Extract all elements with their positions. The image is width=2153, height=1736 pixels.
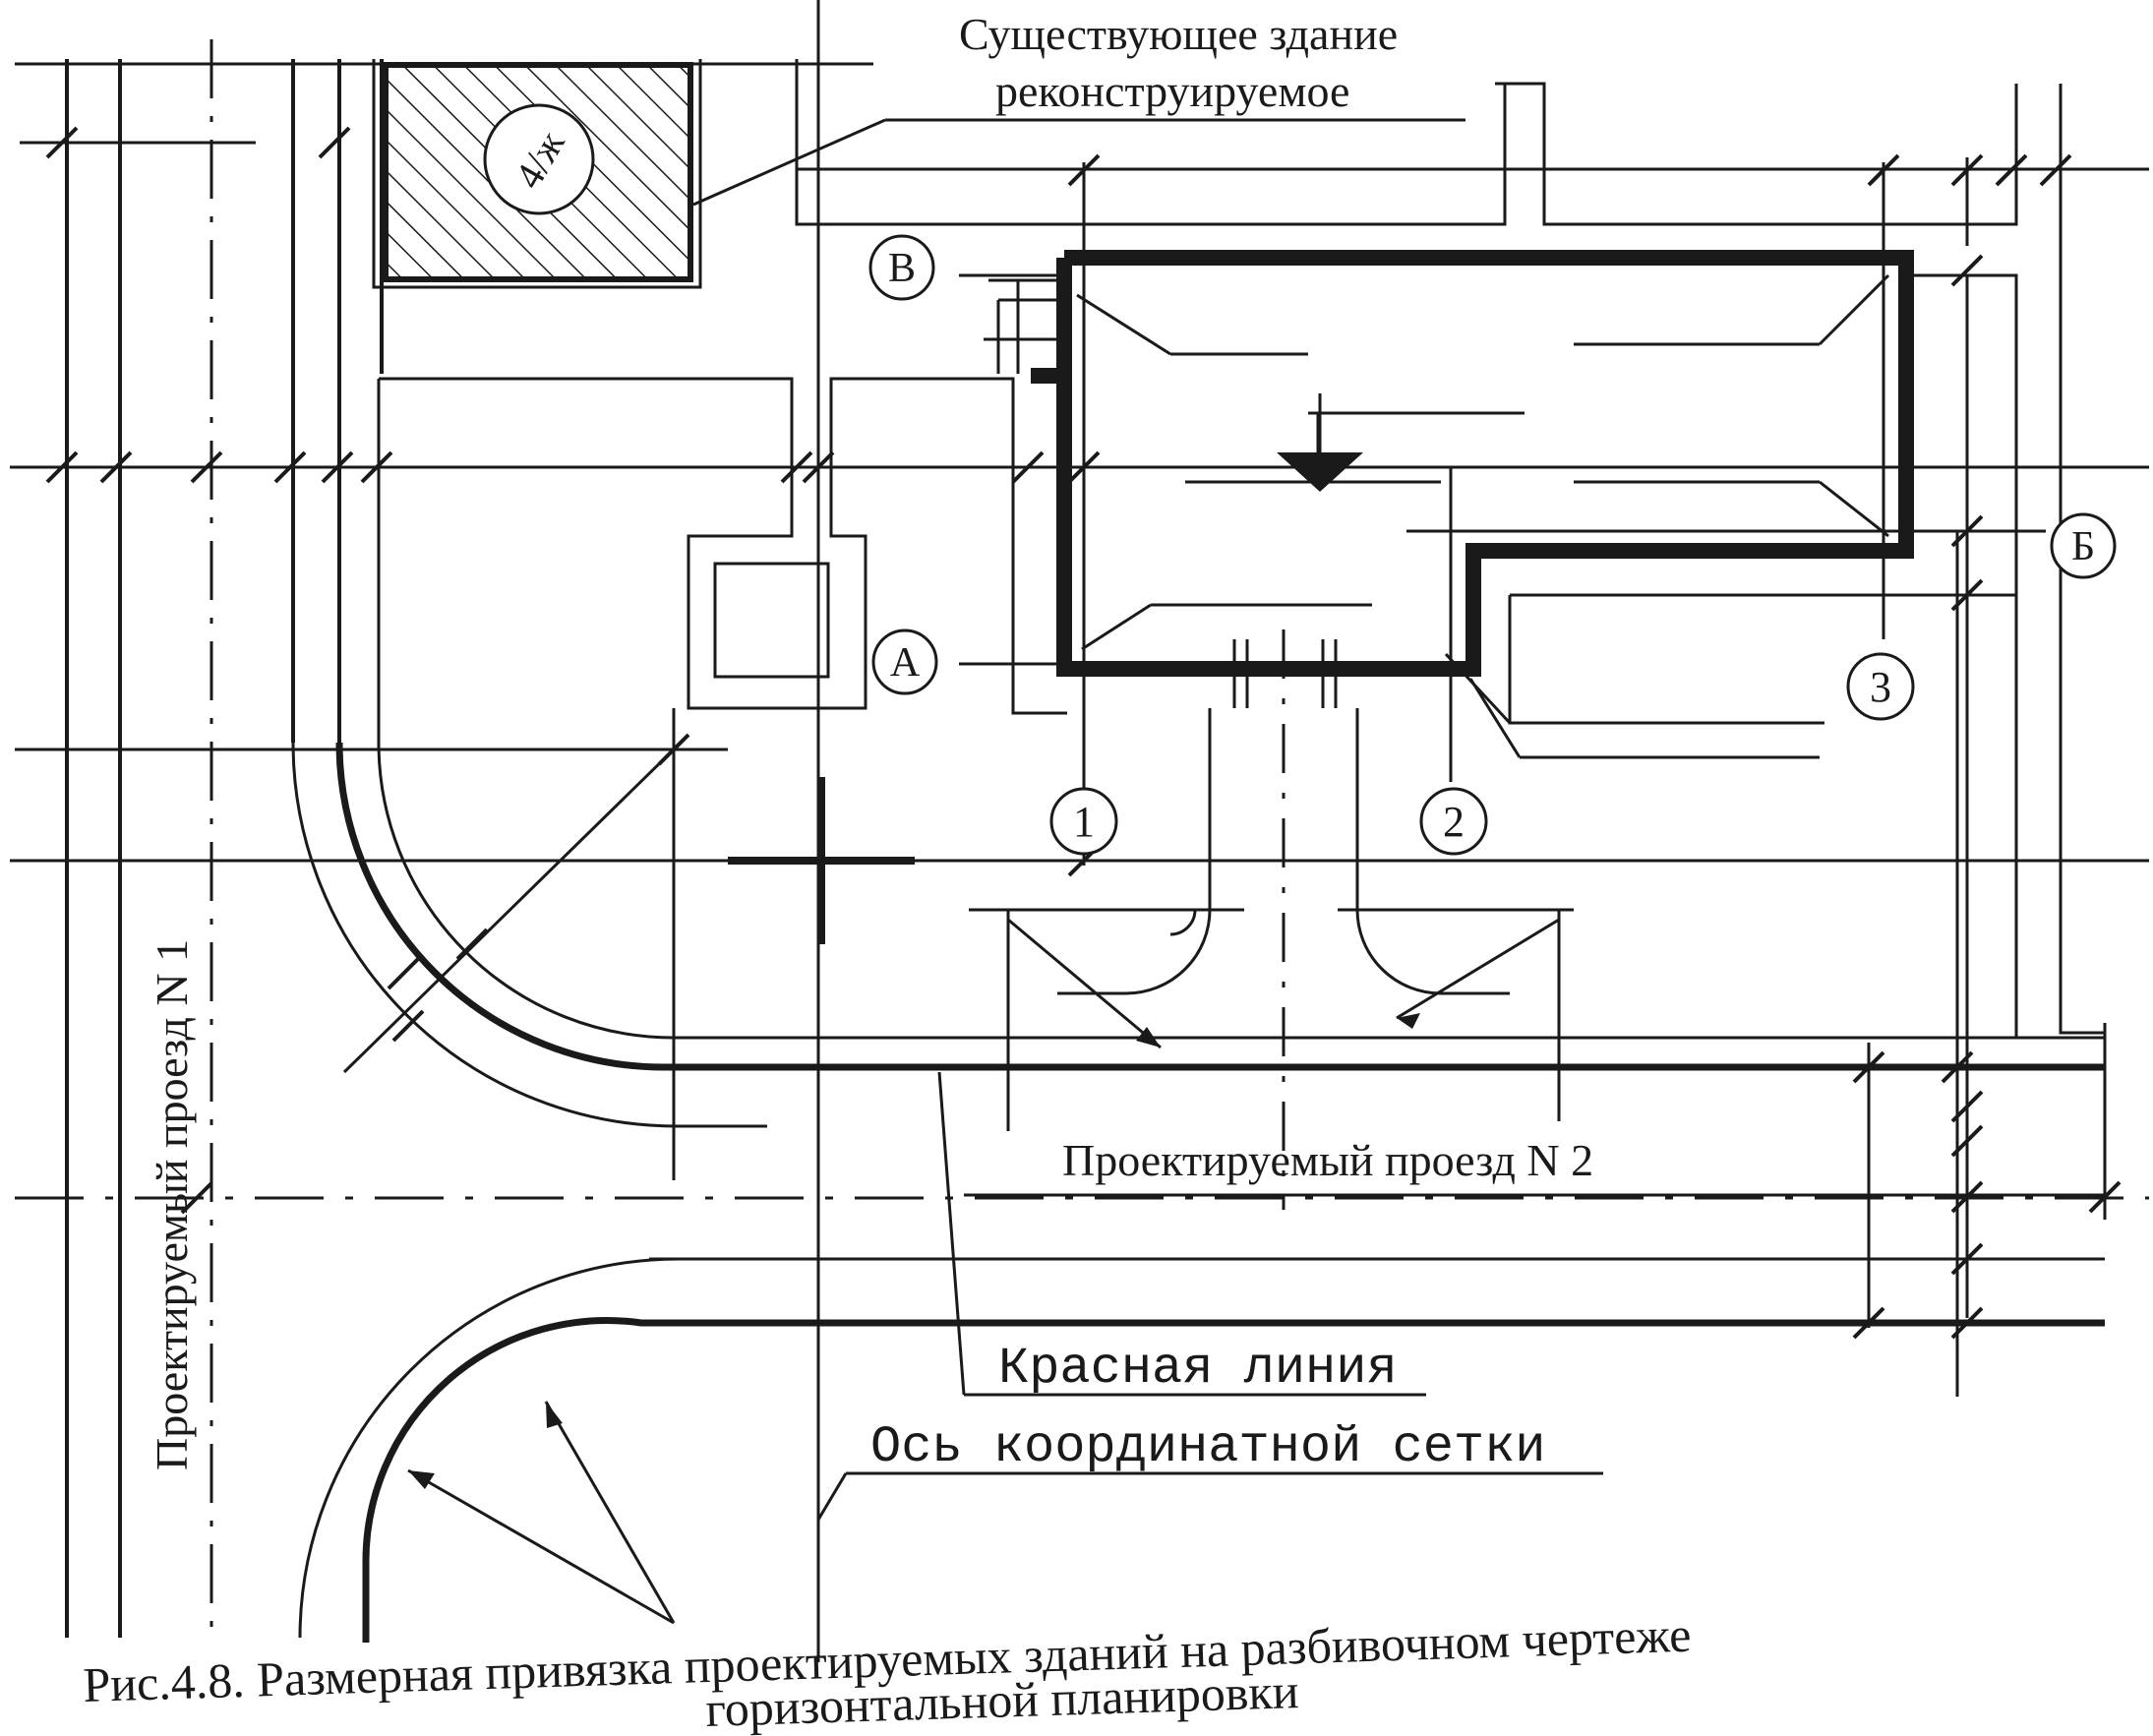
level-mark-triangle <box>1277 452 1363 492</box>
grid-lines <box>10 62 2149 1200</box>
axis-marker-1: 1 <box>1049 787 1118 856</box>
axis-marker-a: А <box>871 629 938 695</box>
building-axes <box>959 162 2046 866</box>
svg-text:А: А <box>890 640 921 686</box>
existing-building-outline <box>372 59 2018 289</box>
dimension-lines <box>342 157 2107 1625</box>
dimension-ticks <box>45 126 2122 1340</box>
grid-axis-label: Ось координатной сетки <box>870 1418 1546 1476</box>
svg-text:1: 1 <box>1073 798 1095 846</box>
radius-arrows <box>408 1013 1420 1489</box>
existing-building-leader <box>692 118 1465 207</box>
axis-marker-3: 3 <box>1846 652 1915 721</box>
driveway-1-lines <box>65 59 384 1638</box>
existing-building: 4/ж <box>383 62 693 282</box>
axis-marker-b: Б <box>2050 512 2117 579</box>
designed-building <box>1031 250 1914 677</box>
svg-text:3: 3 <box>1870 663 1891 711</box>
benchmark-cross <box>728 777 915 944</box>
svg-text:В: В <box>888 246 916 291</box>
axis-marker-2: 2 <box>1419 787 1488 856</box>
svg-text:2: 2 <box>1443 798 1465 846</box>
entrance-steps <box>984 278 1338 708</box>
svg-text:Б: Б <box>2071 524 2095 569</box>
red-line <box>335 742 2105 1643</box>
driveway-1-label: Проектируемый проезд N 1 <box>147 939 197 1470</box>
existing-building-label-line2: реконструируемое <box>995 66 1349 116</box>
lower-curve-outer <box>298 1257 680 1639</box>
designed-building-inner <box>1076 273 1890 759</box>
red-line-label: Красная линия <box>998 1340 1398 1398</box>
existing-building-label-line1: Существующее здание <box>959 9 1398 59</box>
driveway-2-label: Проектируемый проезд N 2 <box>1062 1135 1593 1185</box>
axis-marker-v: В <box>868 234 935 301</box>
